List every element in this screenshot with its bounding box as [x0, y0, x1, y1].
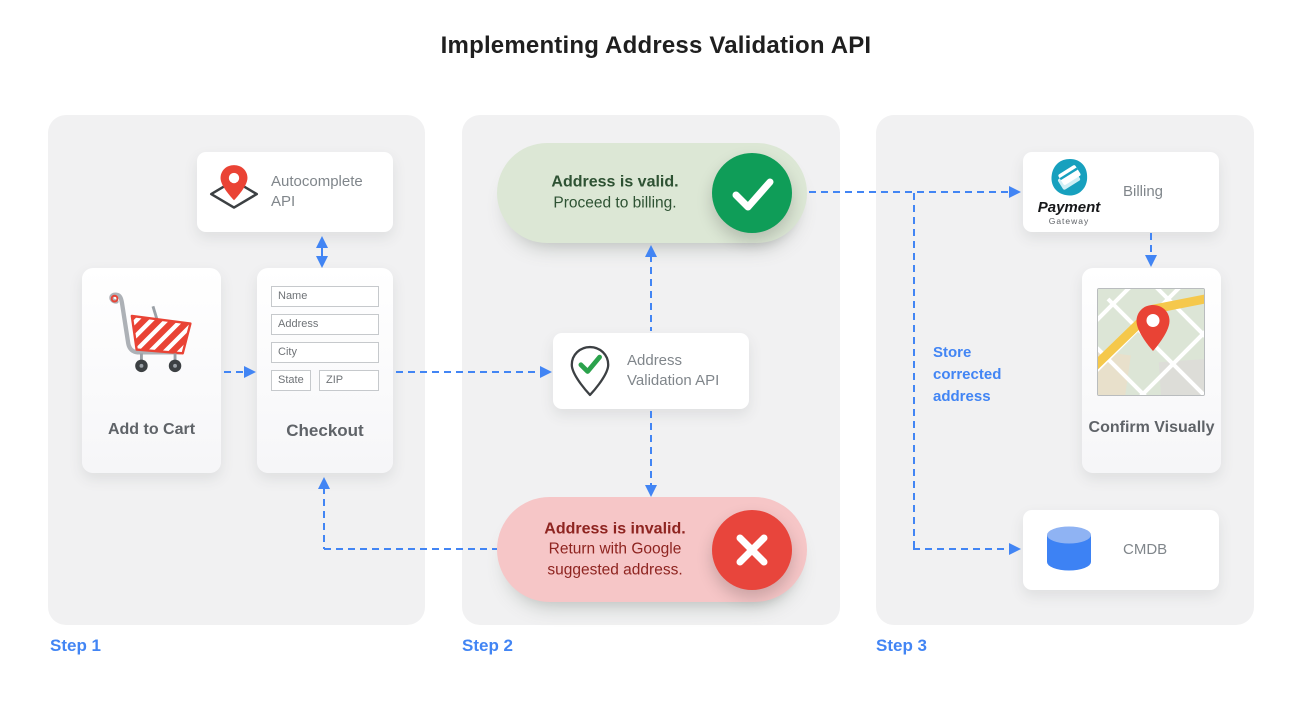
step2-label: Step 2 — [462, 636, 514, 655]
database-cylinder-icon — [1023, 510, 1115, 590]
arrow-autocomplete-checkout — [316, 236, 328, 268]
add-to-cart-label: Add to Cart — [107, 421, 196, 438]
invalid-pill-title: Address is invalid. — [544, 519, 686, 537]
x-icon — [712, 510, 792, 590]
autocomplete-api-label: Autocomplete API — [271, 172, 363, 210]
map-pin-diamond-icon — [197, 152, 271, 232]
step1-panel: Autocomplete API — [48, 115, 425, 625]
state-field: State — [271, 370, 311, 391]
city-field: City — [271, 342, 379, 363]
step3-panel: Payment Gateway Billing — [876, 115, 1254, 625]
address-field: Address — [271, 314, 379, 335]
shopping-cart-icon — [104, 290, 200, 391]
confirm-visually-card: Confirm Visually — [1082, 268, 1221, 473]
billing-card: Payment Gateway Billing — [1023, 152, 1219, 232]
payment-gateway-logo: Payment Gateway — [1023, 152, 1115, 232]
pin-check-icon — [553, 333, 627, 409]
checkout-label: Checkout — [286, 421, 364, 440]
billing-label: Billing — [1123, 182, 1164, 200]
address-invalid-pill: Address is invalid. Return with Google s… — [497, 497, 807, 602]
store-corrected-address-note: Store corrected address — [933, 344, 1002, 405]
check-icon — [712, 153, 792, 233]
step3-label: Step 3 — [876, 636, 928, 655]
name-field: Name — [271, 286, 379, 307]
address-validation-api-card: Address Validation API — [553, 333, 749, 409]
confirm-visually-label: Confirm Visually — [1088, 419, 1215, 436]
step2-panel: Address is valid. Proceed to billing. Ad… — [462, 115, 840, 625]
zip-field: ZIP — [319, 370, 379, 391]
autocomplete-api-card: Autocomplete API — [197, 152, 393, 232]
address-validation-api-label: Address Validation API — [627, 351, 720, 389]
invalid-pill-subtitle: Return with Google suggested address. — [547, 540, 683, 579]
valid-pill-title: Address is valid. — [551, 173, 679, 191]
payment-logo-subword: Gateway — [1048, 216, 1090, 226]
payment-logo-word: Payment — [1037, 199, 1101, 216]
cmdb-card: CMDB — [1023, 510, 1219, 590]
address-valid-pill: Address is valid. Proceed to billing. — [497, 143, 807, 243]
cmdb-label: CMDB — [1123, 540, 1168, 558]
map-thumbnail — [1097, 288, 1205, 396]
valid-pill-subtitle: Proceed to billing. — [553, 194, 677, 212]
checkout-card: Name Address City State ZIP Checkout — [257, 268, 393, 473]
step1-label: Step 1 — [50, 636, 102, 655]
page-title: Implementing Address Validation API — [440, 32, 872, 59]
add-to-cart-card: Add to Cart — [82, 268, 221, 473]
